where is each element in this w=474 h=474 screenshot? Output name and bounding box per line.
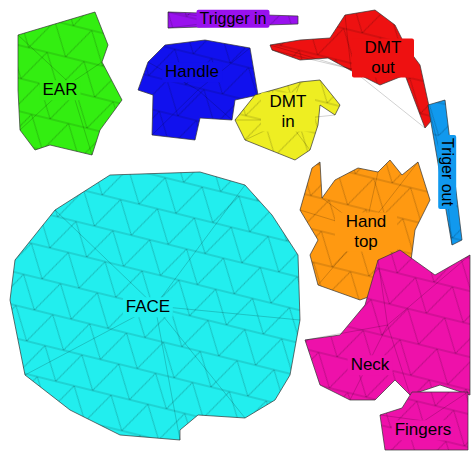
part-label: EAR: [40, 80, 81, 100]
part-label: DMT out: [352, 38, 414, 77]
part-label: Hand top: [335, 212, 397, 251]
dmt-in-piece: DMT in: [235, 80, 340, 160]
trigger-in-piece: Trigger in: [168, 12, 298, 28]
part-label: FACE: [123, 297, 173, 317]
piece-outline: [305, 250, 470, 400]
part-label: Neck: [348, 355, 393, 375]
part-label: Triger out: [438, 135, 456, 209]
part-label: Fingers: [392, 420, 455, 440]
neck-piece: Neck: [305, 250, 470, 400]
triger-out-piece: Triger out: [428, 100, 462, 245]
fingers-piece: Fingers: [380, 392, 468, 450]
part-label: Trigger in: [197, 10, 270, 28]
face-piece: FACE: [10, 172, 300, 440]
part-label: DMT in: [261, 92, 315, 131]
part-label: Handle: [162, 62, 222, 82]
ear-piece: EAR: [18, 12, 122, 155]
